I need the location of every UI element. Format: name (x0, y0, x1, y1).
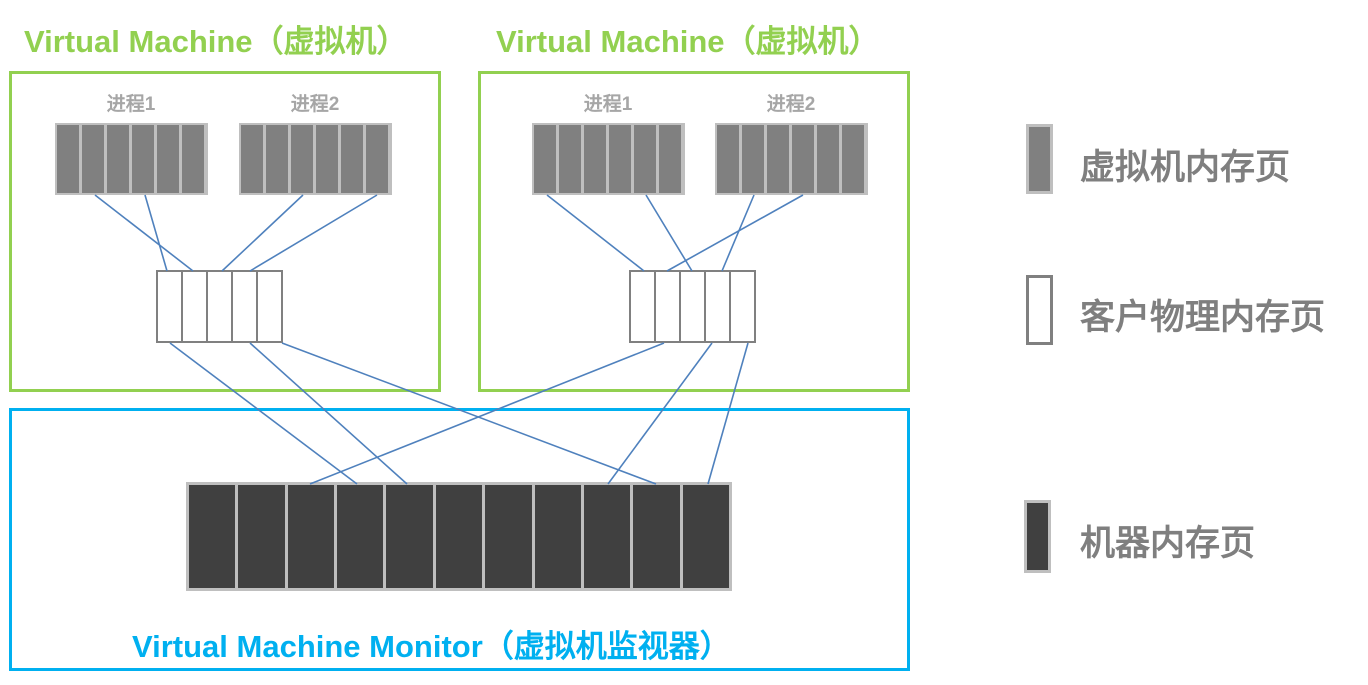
vm-memory-page (584, 125, 606, 193)
legend-vm-page-label: 虚拟机内存页 (1080, 148, 1291, 187)
vm-memory-page (132, 125, 154, 193)
vm-memory-page (842, 125, 864, 193)
vm-memory-page (57, 125, 79, 193)
vm-memory-page (266, 125, 288, 193)
legend-vm-page-swatch (1026, 124, 1053, 194)
vm-left-box (9, 71, 441, 392)
mapping-line (249, 194, 378, 272)
machine-memory-page (287, 485, 335, 588)
vmm-title: Virtual Machine Monitor（虚拟机监视器） (132, 629, 731, 664)
mapping-line (546, 194, 645, 272)
guest-physical-page (629, 270, 656, 343)
vm-memory-page (609, 125, 631, 193)
guest-physical-page (231, 270, 258, 343)
vm-memory-page (742, 125, 764, 193)
machine-pages (186, 482, 732, 591)
vm-memory-page (182, 125, 204, 193)
mapping-line (281, 342, 657, 485)
legend-machine-page-swatch (1024, 500, 1051, 573)
vm-right-process1-pages (532, 123, 685, 195)
vm-memory-page (341, 125, 363, 193)
vm-right-process2-label: 进程2 (766, 94, 816, 115)
machine-memory-page (435, 485, 483, 588)
mapping-line (309, 342, 665, 485)
mapping-line (707, 342, 749, 485)
machine-memory-page (534, 485, 581, 588)
vm-left-process1-pages (55, 123, 208, 195)
vm-memory-page (82, 125, 104, 193)
mapping-line (721, 194, 755, 272)
vm-memory-page (157, 125, 179, 193)
vm-right-process2-pages (715, 123, 868, 195)
mapping-line (666, 194, 804, 272)
vm-left-guest-pages (156, 270, 283, 343)
vm-memory-page (792, 125, 814, 193)
vm-left-process1-label: 进程1 (106, 94, 156, 115)
vm-left-title: Virtual Machine（虚拟机） (24, 24, 408, 59)
machine-memory-page (238, 485, 285, 588)
guest-physical-page (256, 270, 283, 343)
vm-memory-page (316, 125, 338, 193)
machine-memory-page (337, 485, 384, 588)
machine-memory-page (485, 485, 532, 588)
mapping-line (607, 342, 713, 485)
mapping-line (94, 194, 194, 272)
mapping-line (144, 194, 168, 272)
vm-right-guest-pages (629, 270, 756, 343)
legend-guest-page-swatch (1026, 275, 1053, 345)
vm-memory-page (634, 125, 656, 193)
mapping-line (221, 194, 304, 272)
guest-physical-page (729, 270, 756, 343)
mapping-line (169, 342, 358, 485)
vm-memory-page (291, 125, 313, 193)
guest-physical-page (704, 270, 731, 343)
machine-memory-page (386, 485, 433, 588)
vm-memory-page (366, 125, 388, 193)
guest-physical-page (181, 270, 208, 343)
mapping-line (645, 194, 693, 272)
vm-left-process2-pages (239, 123, 392, 195)
vm-right-box (478, 71, 910, 392)
vm-memory-page (241, 125, 263, 193)
machine-memory-page (583, 485, 631, 588)
machine-memory-page (189, 485, 236, 588)
vm-memory-page (767, 125, 789, 193)
vm-memory-page (559, 125, 581, 193)
machine-memory-page (682, 485, 729, 588)
vm-memory-page (817, 125, 839, 193)
vm-memory-page (534, 125, 556, 193)
vm-memory-page (717, 125, 739, 193)
vm-right-title: Virtual Machine（虚拟机） (496, 24, 880, 59)
machine-memory-page (633, 485, 680, 588)
vm-memory-page (659, 125, 681, 193)
legend-machine-page-label: 机器内存页 (1080, 524, 1256, 563)
vm-memory-page (107, 125, 129, 193)
legend-guest-page-label: 客户物理内存页 (1080, 298, 1326, 337)
vm-left-process2-label: 进程2 (290, 94, 340, 115)
vm-right-process1-label: 进程1 (583, 94, 633, 115)
mapping-line (249, 342, 408, 485)
